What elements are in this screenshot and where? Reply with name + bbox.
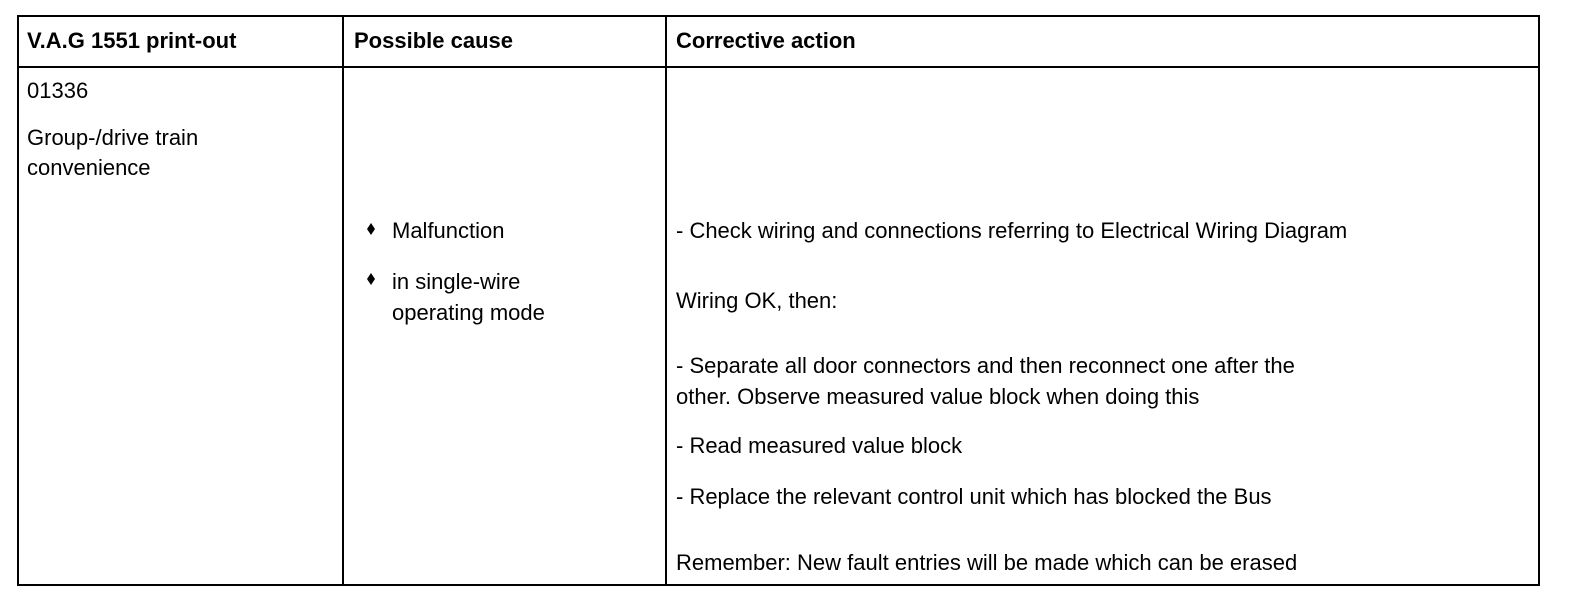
header-corrective-action: Corrective action (676, 28, 856, 53)
fault-code: 01336 (27, 78, 89, 103)
cause-malfunction: Malfunction (392, 218, 505, 243)
fault-description-line-2: convenience (27, 155, 151, 180)
column-divider-1 (342, 17, 344, 584)
cause-single-wire-line-2: operating mode (392, 300, 545, 325)
header-printout: V.A.G 1551 print-out (27, 28, 237, 53)
fault-description-line-1: Group-/drive train (27, 125, 199, 150)
diamond-bullet-icon (367, 223, 375, 235)
diamond-bullet-icon (367, 273, 375, 285)
cause-single-wire-line-1: in single-wire (392, 269, 521, 294)
action-wiring-ok: Wiring OK, then: (676, 288, 838, 313)
fault-table: V.A.G 1551 print-out Possible cause Corr… (17, 15, 1540, 586)
action-check-wiring: - Check wiring and connections referring… (676, 218, 1348, 243)
action-separate-connectors-line-1: - Separate all door connectors and then … (676, 353, 1295, 378)
action-read-value-block: - Read measured value block (676, 433, 963, 458)
header-possible-cause: Possible cause (354, 28, 513, 53)
action-separate-connectors-line-2: other. Observe measured value block when… (676, 384, 1200, 409)
column-divider-2 (665, 17, 667, 584)
header-divider (19, 66, 1538, 68)
action-remember-note: Remember: New fault entries will be made… (676, 550, 1298, 575)
action-replace-control-unit: - Replace the relevant control unit whic… (676, 484, 1272, 509)
